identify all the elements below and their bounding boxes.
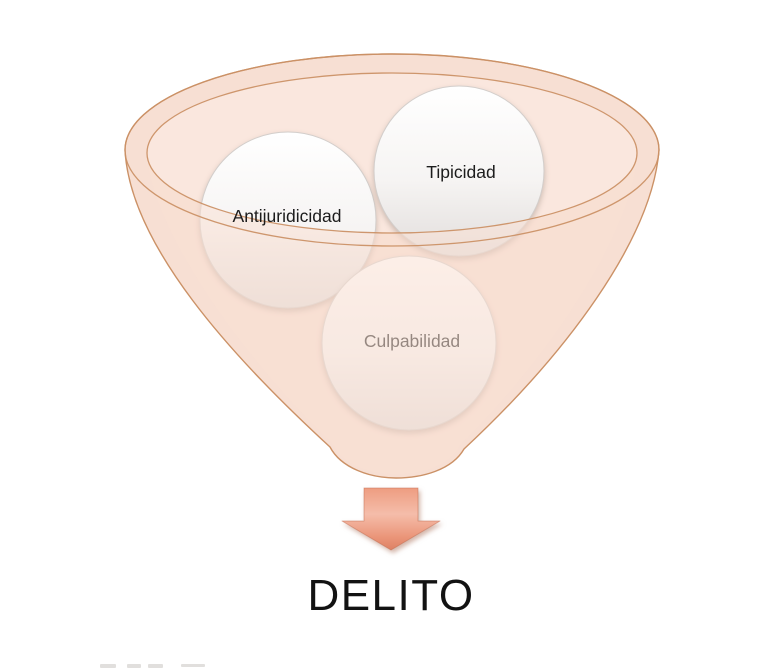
stage-label-antijuridicidad: Antijuridicidad — [233, 206, 342, 226]
funnel-rim-inner — [146, 72, 638, 234]
funnel-front-wall — [147, 153, 637, 474]
clipped-text-fragment — [100, 664, 116, 668]
clipped-text-fragment — [127, 664, 141, 668]
funnel-outline — [124, 53, 660, 479]
stage-label-tipicidad: Tipicidad — [426, 162, 495, 182]
result-label: DELITO — [307, 571, 474, 620]
clipped-text-fragment — [148, 664, 163, 668]
down-arrow-icon — [341, 487, 441, 551]
clipped-text-fragment — [181, 664, 205, 667]
